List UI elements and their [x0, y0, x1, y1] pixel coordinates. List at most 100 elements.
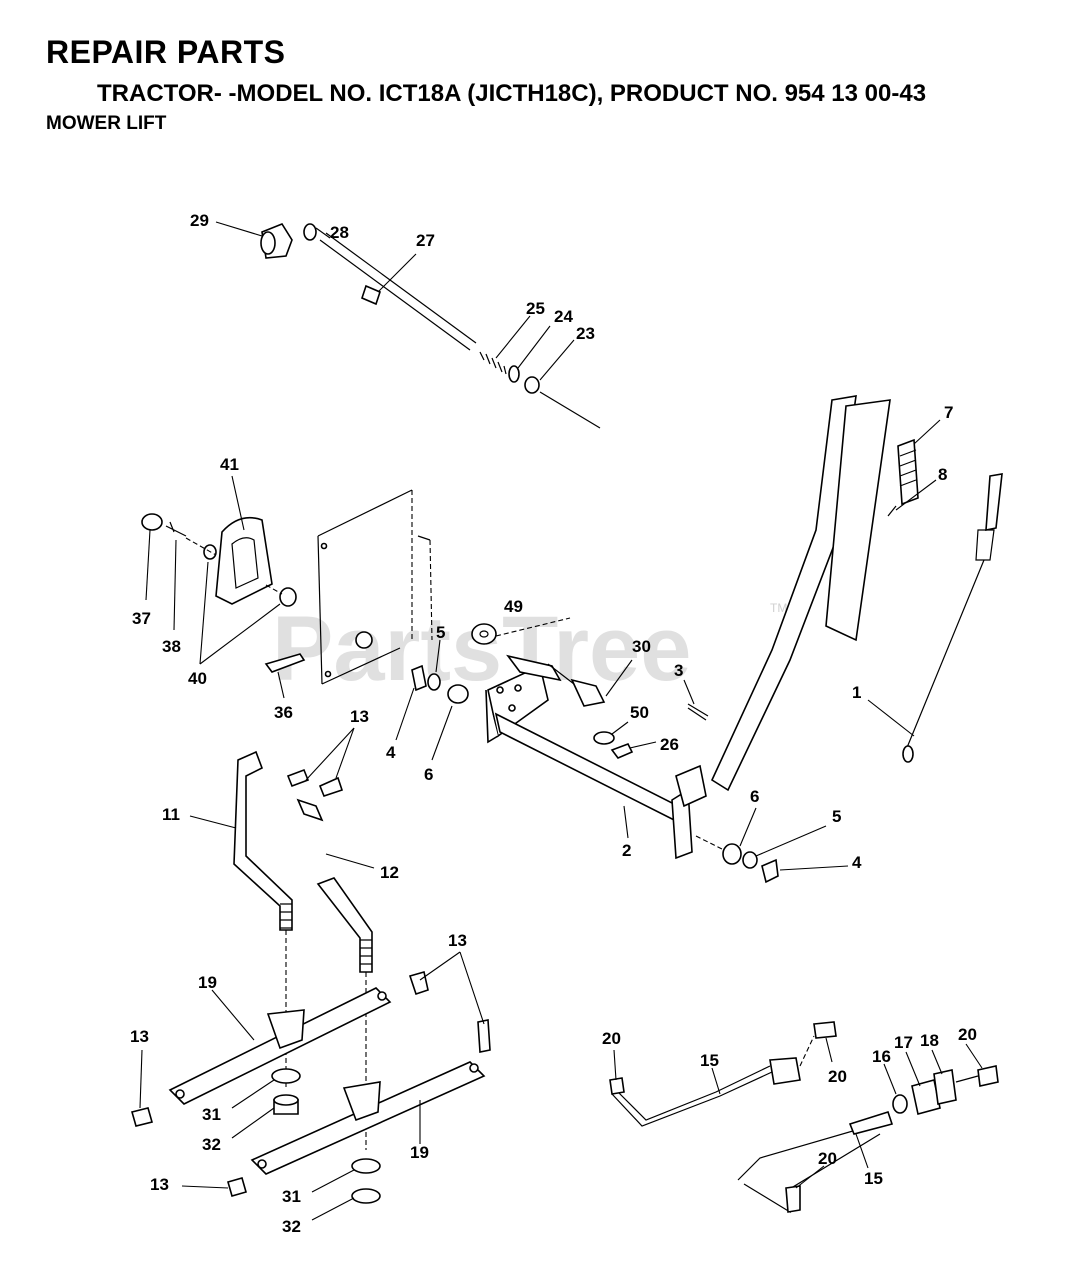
leader-20a — [613, 1049, 617, 1081]
part-26-pin[interactable] — [610, 742, 634, 759]
leader-4b — [779, 865, 849, 871]
part-6-bushing-right[interactable] — [722, 843, 742, 865]
bracket-top-edge — [317, 489, 413, 537]
part-12-spring — [360, 939, 372, 965]
part-32-spacer-lower[interactable] — [351, 1188, 381, 1204]
leader-41 — [231, 475, 245, 531]
lift-lever-assembly — [710, 395, 1003, 792]
callout-25: 25 — [526, 299, 545, 318]
lift-links-assembly — [131, 750, 491, 1204]
callout-11: 11 — [162, 805, 180, 824]
leader-31b — [311, 1169, 355, 1193]
leader-32b — [311, 1197, 355, 1221]
part-13-clip-e[interactable] — [131, 1107, 153, 1127]
leader-15a — [711, 1067, 721, 1095]
part-1-spring — [975, 529, 995, 561]
part-30-bushing[interactable] — [570, 678, 606, 707]
leader-4a — [395, 687, 415, 741]
part-50-washer[interactable] — [593, 731, 615, 745]
callout-28: 28 — [330, 223, 349, 242]
part-4-clip-right[interactable] — [761, 858, 779, 884]
part-19-upper-hole-a — [175, 1089, 185, 1099]
lift-bracket-assembly — [141, 489, 571, 704]
part-4-clip-left[interactable] — [411, 664, 427, 692]
part-13-clip-b[interactable] — [318, 776, 344, 797]
part-17-trunnion[interactable] — [911, 1079, 941, 1115]
part-5-washer-right[interactable] — [742, 851, 758, 869]
part-11-link[interactable] — [233, 750, 293, 931]
leader-1 — [867, 699, 915, 737]
part-15-rod-upper-edge — [615, 1065, 771, 1121]
part-23-nut[interactable] — [524, 376, 540, 394]
leader-13c — [139, 1049, 143, 1109]
part-41-plate[interactable] — [215, 516, 273, 605]
callout-41: 41 — [220, 455, 239, 474]
part-20-pin-b[interactable] — [813, 1021, 837, 1039]
part-31-bushing-lower[interactable] — [351, 1158, 381, 1174]
leader-37 — [145, 529, 151, 601]
part-20-pin-c[interactable] — [977, 1065, 999, 1087]
part-19-lower-hole-b — [469, 1063, 479, 1073]
part-8-pin[interactable] — [887, 505, 897, 517]
part-37-cap[interactable] — [141, 513, 163, 531]
part-41-plate-cutout — [231, 537, 259, 589]
callout-20-c: 20 — [958, 1025, 977, 1044]
watermark-text: PartsTree — [272, 598, 691, 700]
part-1-knob — [985, 473, 1003, 531]
callout-4-left: 4 — [386, 743, 396, 762]
part-1-rod[interactable] — [905, 559, 985, 751]
leader-6a — [431, 705, 453, 761]
leader-31a — [231, 1079, 275, 1109]
part-16-nut[interactable] — [892, 1094, 908, 1114]
part-13-clip-a[interactable] — [286, 768, 310, 788]
washer-axis-dash — [495, 617, 571, 637]
leader-13a-1 — [305, 727, 355, 781]
part-20-pin-a[interactable] — [609, 1077, 625, 1095]
part-36-clip[interactable] — [264, 653, 306, 673]
part-25-spring[interactable] — [479, 351, 507, 375]
part-7-spring[interactable] — [897, 438, 919, 506]
bracket-dashed-edge-b — [429, 539, 433, 641]
part-38-bolt[interactable] — [165, 521, 187, 537]
bracket-bushing — [355, 631, 373, 649]
part-18-block[interactable] — [933, 1069, 957, 1105]
part-3-bolt[interactable] — [687, 703, 709, 721]
part-28-nut[interactable] — [303, 223, 317, 241]
part-20-pin-d[interactable] — [785, 1185, 801, 1213]
callout-36: 36 — [274, 703, 293, 722]
leader-12 — [325, 853, 375, 869]
callout-20-a: 20 — [602, 1029, 621, 1048]
part-30-link — [547, 663, 575, 685]
callout-31-upper: 31 — [202, 1105, 221, 1124]
part-5-washer-left[interactable] — [427, 673, 441, 691]
part-13-clip-d[interactable] — [477, 1019, 491, 1053]
part-49-washer[interactable] — [471, 623, 497, 645]
part-19-arm-lower[interactable] — [250, 1061, 486, 1175]
part-12-link[interactable] — [316, 877, 373, 973]
bracket-left-edge — [317, 535, 323, 685]
part-19-arm-lower-boss — [342, 1081, 381, 1122]
callout-32-upper: 32 — [202, 1135, 221, 1154]
leader-15b — [855, 1133, 869, 1169]
part-2-shaft[interactable] — [494, 712, 688, 828]
part-31-bushing-upper[interactable] — [271, 1068, 301, 1084]
leader-13d — [181, 1185, 229, 1189]
part-15-rod-upper[interactable] — [611, 1071, 773, 1127]
callout-6-left: 6 — [424, 765, 433, 784]
lift-lever-grip[interactable] — [825, 399, 891, 642]
right-axis-dash — [695, 835, 725, 851]
part-6-bushing-left[interactable] — [447, 684, 469, 704]
part-27-rod[interactable] — [319, 239, 471, 351]
part-40-washer-b[interactable] — [279, 587, 297, 607]
part-15-lower-threads — [848, 1111, 894, 1135]
callout-32-lower: 32 — [282, 1217, 301, 1236]
callout-30: 30 — [632, 637, 651, 656]
part-11-spring — [280, 903, 292, 929]
part-24-washer[interactable] — [508, 365, 520, 383]
part-13-clip-f[interactable] — [227, 1177, 247, 1197]
part-13-clip-c[interactable] — [408, 970, 429, 996]
callout-49: 49 — [504, 597, 523, 616]
leader-19a — [211, 989, 255, 1041]
bracket-bottom-edge — [321, 647, 401, 685]
callout-20-d: 20 — [818, 1149, 837, 1168]
